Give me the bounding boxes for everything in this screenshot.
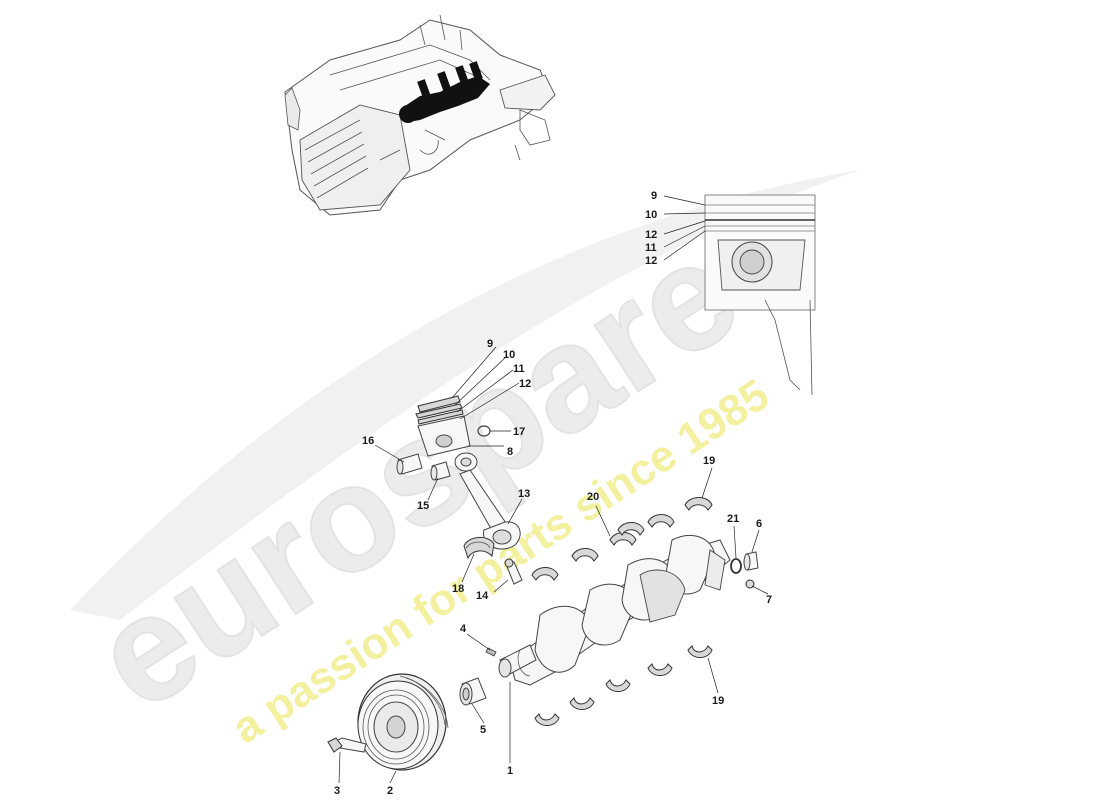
main-bearing-shells-upper <box>531 497 713 581</box>
piston-ring-11 <box>417 409 464 425</box>
callout-6: 6 <box>756 518 762 530</box>
detail-callout-11: 11 <box>645 242 657 254</box>
conrod-bolt-14 <box>504 558 523 585</box>
big-end-bearing-18 <box>463 537 495 560</box>
watermark-swoosh <box>70 170 860 620</box>
detail-callout-12-a: 12 <box>645 229 657 241</box>
callout-8: 8 <box>507 446 513 458</box>
callout-10: 10 <box>503 349 515 361</box>
callout-19-lower: 19 <box>712 695 724 707</box>
woodruff-key-4 <box>485 647 497 657</box>
callout-16: 16 <box>362 435 374 447</box>
pulley-bolt-3 <box>327 737 367 753</box>
detail-callout-12-b: 12 <box>645 255 657 267</box>
callout-20: 20 <box>587 491 599 503</box>
crankshaft-pulley-2 <box>357 673 449 771</box>
detail-callout-10: 10 <box>645 209 657 221</box>
callout-12: 12 <box>519 378 531 390</box>
timing-gear-5 <box>459 677 487 706</box>
seal-ring-21 <box>730 558 742 574</box>
callout-labels: 9 10 11 12 17 16 8 13 15 18 14 4 5 1 2 3… <box>334 190 772 797</box>
callout-4: 4 <box>460 623 467 635</box>
dowel-7 <box>745 579 755 589</box>
callout-5: 5 <box>480 724 486 736</box>
engine-overview-illustration <box>284 14 556 216</box>
crankshaft-1 <box>498 535 731 686</box>
callout-11: 11 <box>513 363 525 375</box>
callout-2: 2 <box>387 785 393 797</box>
leader-lines <box>338 195 769 784</box>
main-bearing-shells-lower <box>534 645 713 726</box>
piston-pin-boss <box>435 434 453 448</box>
callout-18: 18 <box>452 583 464 595</box>
callout-3: 3 <box>334 785 340 797</box>
callout-9: 9 <box>487 338 493 350</box>
callout-21: 21 <box>727 513 739 525</box>
callout-15: 15 <box>417 500 429 512</box>
spigot-bush-6 <box>743 551 759 571</box>
piston-section-detail <box>704 194 816 396</box>
piston-assembly <box>396 395 523 585</box>
small-end-bush-15 <box>430 461 451 481</box>
piston-ring-9 <box>417 395 461 413</box>
callout-14: 14 <box>476 590 489 602</box>
callout-19-upper: 19 <box>703 455 715 467</box>
detail-callout-9: 9 <box>651 190 657 202</box>
callout-1: 1 <box>507 765 513 777</box>
gudgeon-pin-16 <box>396 453 423 475</box>
callout-13: 13 <box>518 488 530 500</box>
callout-17: 17 <box>513 426 525 438</box>
callout-7: 7 <box>766 594 772 606</box>
